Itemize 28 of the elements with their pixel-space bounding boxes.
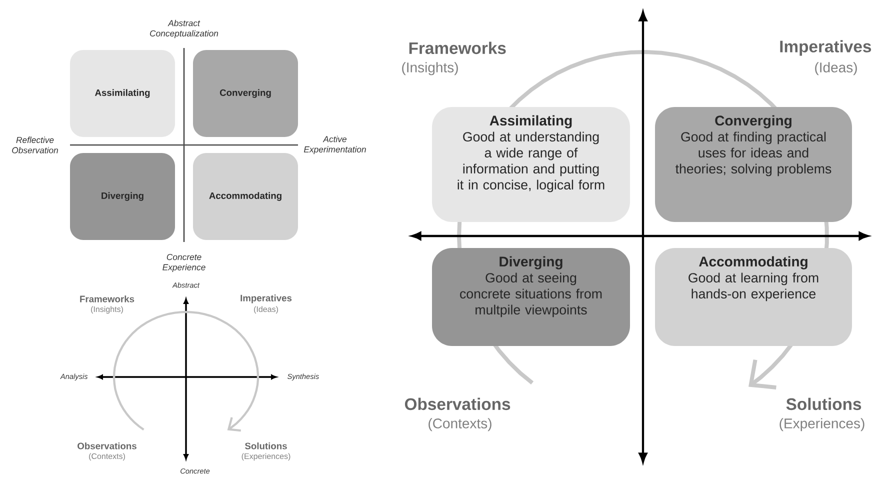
quadrant-title: Frameworks — [80, 295, 134, 302]
quadrant-subtitle: (Ideas) — [815, 62, 857, 76]
quadrant-box: Diverging — [70, 153, 175, 240]
quadrant-subtitle: (Contexts) — [89, 453, 125, 461]
quadrant-title: Imperatives — [240, 294, 292, 304]
quadrant-title: Imperatives — [780, 40, 872, 56]
quadrant-title: Observations — [78, 442, 136, 450]
axis-label: Reflective Observation — [12, 136, 58, 154]
quadrant-box: Accommodating Good at learning from hands-on experience — [655, 248, 852, 346]
quadrant-subtitle: (Insights) — [91, 306, 123, 314]
quadrant-title: Observations — [404, 398, 510, 410]
axis-label: Concrete Experience — [162, 254, 206, 272]
quadrant-box: Assimilating Good at understanding a wide range of information and putting it in concise, logical form — [432, 107, 630, 222]
quadrant-title: Solutions — [245, 442, 287, 450]
quadrant-title: Frameworks — [409, 42, 506, 54]
quadrant-subtitle: (Insights) — [402, 62, 458, 76]
quadrant-title: Solutions — [786, 398, 862, 410]
axis-label: Active Experimentation — [304, 136, 366, 154]
quadrant-subtitle: (Experiences) — [780, 418, 864, 432]
quadrant-box: Assimilating — [70, 50, 175, 137]
quadrant-box: Converging Good at finding practical uses for ideas and theories; solving problems — [655, 107, 852, 222]
quadrant-subtitle: (Ideas) — [254, 306, 278, 314]
quadrant-subtitle: (Contexts) — [428, 418, 492, 432]
axis-label: Abstract Conceptualization — [150, 20, 218, 38]
quadrant-subtitle: (Experiences) — [242, 453, 290, 461]
quadrant-box: Accommodating — [193, 153, 298, 240]
quadrant-box: Converging — [193, 50, 298, 137]
quadrant-box: Diverging Good at seeing concrete situations from multpile viewpoints — [432, 248, 630, 346]
